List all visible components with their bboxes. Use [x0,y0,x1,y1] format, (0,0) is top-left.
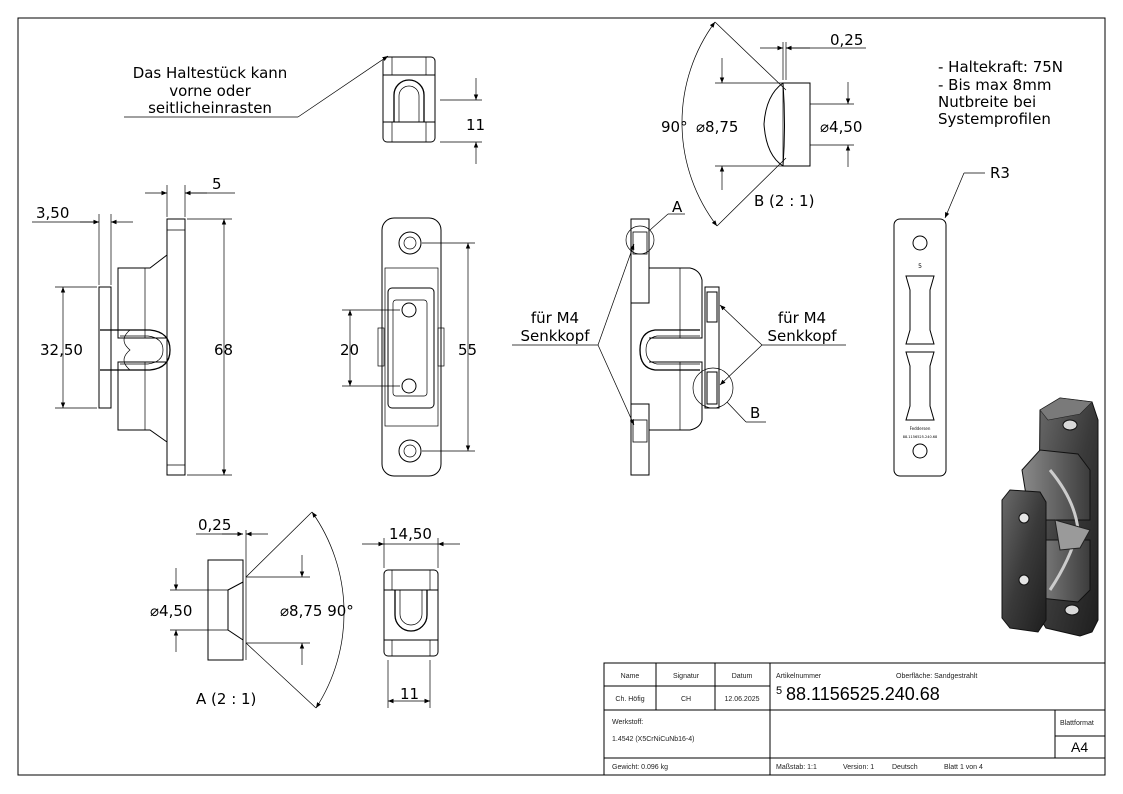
bottom-view: 14,50 11 [362,525,460,708]
tb-werkstoff-value: 1.4542 (X5CrNiCuNb16-4) [612,736,694,743]
section-label-a: A [672,198,683,216]
note-haltestueck: Das Haltestück kann vorne oder seitliche… [124,55,389,118]
m4-left-line-1: für M4 [531,309,579,327]
plate-brand: Feddersen [910,426,931,431]
note-line-3: seitlicheinrasten [148,99,272,117]
plate-mark: 5 [918,263,922,270]
m4-right-line-1: für M4 [778,309,826,327]
tb-massstab: Maßstab: 1:1 [776,764,817,771]
section-label-b: B [750,404,760,422]
dim-b-8-75: ⌀8,75 [696,118,738,136]
tb-hdr-datum: Datum [732,673,753,680]
top-view: 11 [382,56,485,164]
dim-side-32-50: 32,50 [40,341,83,359]
note-line-1: Das Haltestück kann [133,64,288,82]
iso-view [1001,397,1099,637]
dim-r3: R3 [990,164,1010,182]
tb-artikel-nummer: 88.1156525.240.68 [786,684,940,704]
dim-front-20: 20 [340,341,359,359]
dim-a-0-25: 0,25 [198,516,231,534]
spec-line-3: Nutbreite bei [938,93,1036,111]
tb-val-signatur: CH [681,696,691,703]
spec-line-2: - Bis max 8mm [938,76,1051,94]
detail-b-title: B (2 : 1) [754,192,814,210]
tb-gewicht: Gewicht: 0.096 kg [612,764,668,771]
detail-a: 0,25 ⌀4,50 ⌀8,75 90° A (2 : 1) [150,511,354,709]
m4-left-line-2: Senkkopf [520,327,590,345]
tb-blattformat-label: Blattformat [1060,720,1094,727]
dim-b-4-50: ⌀4,50 [820,118,862,136]
tb-sprache: Deutsch [892,764,918,771]
detail-b: 90° 0,25 ⌀8,75 ⌀4,50 B (2 : 1) [661,21,866,227]
dim-side-5: 5 [212,175,222,193]
dim-top-11: 11 [466,116,485,134]
dim-side-3-50: 3,50 [36,204,69,222]
tb-oberflaeche: Oberfläche: Sandgestrahlt [896,673,977,680]
dim-front-55: 55 [458,341,477,359]
dim-b-90: 90° [661,118,688,136]
tb-hdr-name: Name [621,673,640,680]
tb-val-datum: 12.06.2025 [724,696,759,703]
detail-a-title: A (2 : 1) [196,690,256,708]
note-specs: - Haltekraft: 75N - Bis max 8mm Nutbreit… [938,58,1063,128]
plate-view: 5 Feddersen 88.1156525.240.68 R3 [893,164,1010,477]
title-block: Name Signatur Datum Ch. Höfig CH 12.06.2… [603,662,1106,776]
dim-side-68: 68 [214,341,233,359]
tb-version: Version: 1 [843,764,874,771]
dim-bottom-14-50: 14,50 [389,525,432,543]
tb-val-name: Ch. Höfig [615,696,644,703]
front-view: 20 55 [340,217,477,477]
tb-artikel-label: Artikelnummer [776,673,822,680]
plate-number: 88.1156525.240.68 [903,435,938,439]
dim-bottom-11: 11 [400,685,419,703]
m4-right-line-2: Senkkopf [767,327,837,345]
spec-line-4: Systemprofilen [938,110,1051,128]
dim-a-8-75: ⌀8,75 90° [280,602,354,620]
dim-b-0-25: 0,25 [830,31,863,49]
section-view: A B für M4 Senkkopf für M4 Senkkopf [512,198,846,476]
dim-a-4-50: ⌀4,50 [150,602,192,620]
sheet-border [17,17,1106,776]
tb-artikel-prefix: 5 [776,685,782,697]
tb-blatt: Blatt 1 von 4 [944,764,983,771]
tb-blattformat-value: A4 [1071,739,1088,755]
tb-hdr-signatur: Signatur [673,673,700,680]
note-line-2: vorne oder [169,82,251,100]
tb-werkstoff-label: Werkstoff: [612,719,643,726]
side-view: 5 3,50 32,50 68 [32,175,235,476]
spec-line-1: - Haltekraft: 75N [938,58,1063,76]
